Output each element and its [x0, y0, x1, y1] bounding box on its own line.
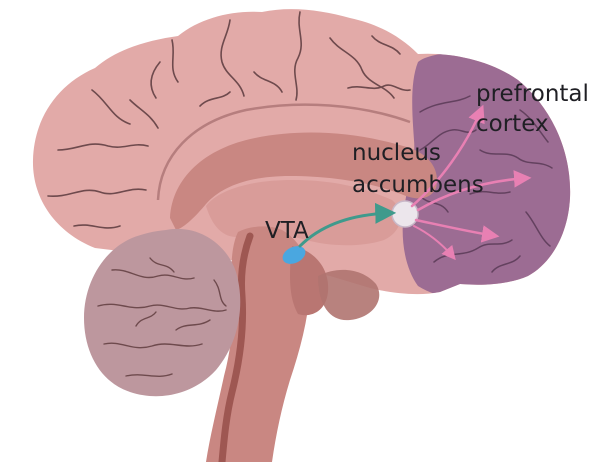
label-accumbens: accumbens	[352, 172, 484, 198]
mesolimbic-pathway-arrow	[298, 202, 397, 248]
vta-marker	[282, 246, 306, 264]
sulci	[47, 11, 411, 229]
pathways	[298, 104, 532, 261]
corpus-callosum	[170, 132, 437, 230]
labels: prefrontal cortex nucleus accumbens VTA	[265, 81, 589, 244]
prefrontal-projection-up	[410, 104, 485, 208]
cerebellum	[84, 228, 241, 397]
cerebellum-shape	[84, 228, 241, 397]
label-prefrontal: prefrontal	[476, 81, 589, 107]
label-cortex: cortex	[476, 111, 549, 137]
label-nucleus: nucleus	[352, 140, 441, 166]
prefrontal-projection-lower	[413, 225, 456, 261]
cerebrum	[32, 9, 571, 295]
prefrontal-projection-right	[416, 170, 532, 212]
cingulate-sulcus	[156, 103, 411, 201]
pons	[290, 246, 329, 316]
prefrontal-cortex-region	[402, 52, 571, 295]
cerebral-aqueduct	[218, 232, 254, 462]
midbrain-dark	[318, 269, 380, 321]
label-vta: VTA	[265, 218, 309, 244]
prefrontal-projection-down	[414, 218, 500, 243]
